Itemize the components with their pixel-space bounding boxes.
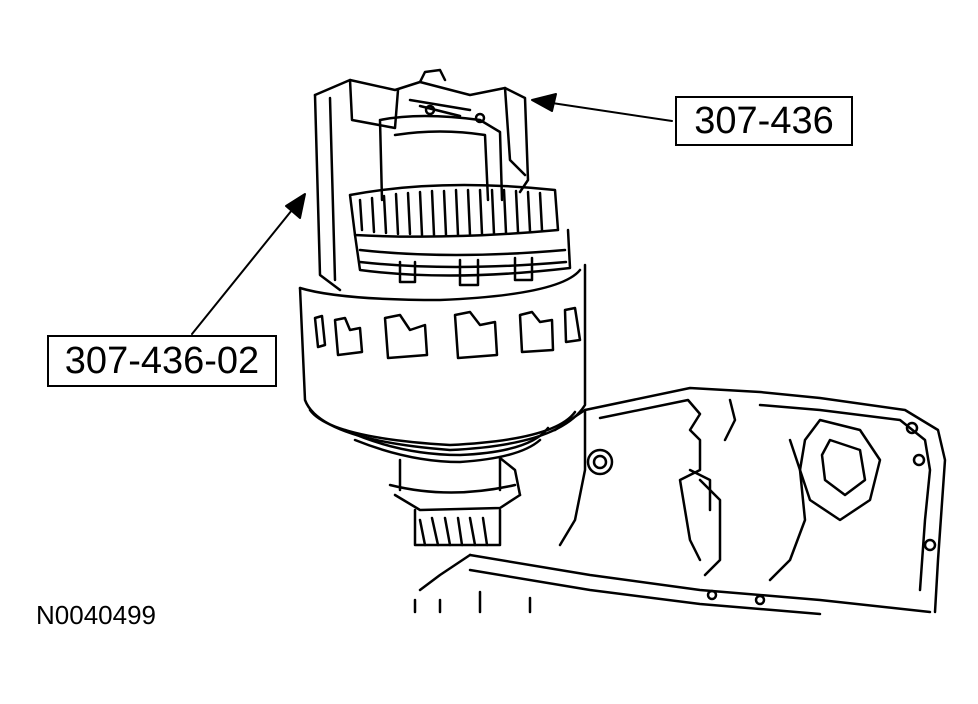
arrow-tool-head bbox=[531, 93, 557, 112]
transmission-case bbox=[413, 386, 947, 616]
figure-id: N0040499 bbox=[36, 600, 156, 630]
lifting-tool bbox=[313, 68, 530, 292]
spline-hub bbox=[348, 183, 572, 287]
callout-adapter-number: 307-436-02 bbox=[47, 335, 277, 387]
leader-arrows bbox=[191, 93, 673, 335]
arrow-adapter-head bbox=[285, 193, 306, 219]
arrow-tool-leader bbox=[551, 102, 673, 122]
shaft-gear bbox=[388, 456, 522, 547]
callout-tool-number: 307-436 bbox=[675, 96, 853, 146]
arrow-adapter-leader bbox=[191, 209, 293, 335]
clutch-drum bbox=[298, 263, 587, 464]
